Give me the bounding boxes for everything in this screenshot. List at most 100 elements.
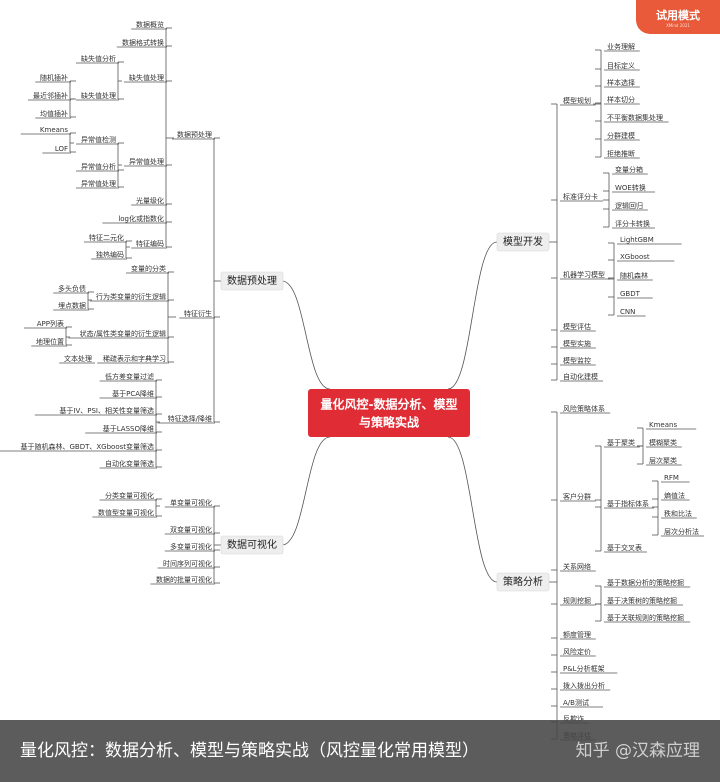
node-missing: 缺失值处理 [129, 73, 164, 82]
node-smooth: 光量级化 [136, 196, 164, 205]
branch-preprocess-label: 数据预处理 [227, 274, 277, 287]
node-model-ml-leaf: GBDT [620, 290, 641, 298]
node-strategy-item: P&L分析框架 [563, 664, 605, 673]
node-outlier: 异常值处理 [129, 157, 164, 166]
node-model-plan-leaf: 拒绝推断 [607, 149, 635, 158]
node-strategy-index-leaf: RFM [664, 474, 679, 482]
node-viz-item: 数据的批量可视化 [156, 575, 212, 584]
node-log: log化或指数化 [118, 214, 164, 223]
node-outlier-leaf: LOF [55, 145, 68, 153]
node-model-plan: 模型规划 [563, 96, 591, 105]
node-model-item: 模型评估 [563, 322, 591, 331]
node-select-item: 自动化变量筛选 [105, 459, 154, 468]
node-model-ml-leaf: CNN [620, 308, 635, 316]
node-missing-leaf: 均值插补 [40, 109, 68, 118]
node-model-ml-leaf: LightGBM [620, 236, 654, 244]
node-strategy-cluster-leaf: Kmeans [649, 421, 677, 429]
node-select: 特征选择/降维 [168, 414, 212, 423]
caption-text: 量化风控：数据分析、模型与策略实战（风控量化常用模型） [20, 741, 479, 761]
node-strategy-system: 风险策略体系 [563, 404, 605, 413]
node-strategy-rule-leaf: 基于数据分析的策略挖掘 [607, 578, 684, 587]
node-text-sparse: 稀疏表示和字典学习 [103, 354, 166, 363]
node-behavior-leaf: 多头负债 [58, 284, 86, 293]
node-strategy-network: 关系网络 [563, 562, 591, 571]
node-missing-analysis: 缺失值分析 [81, 54, 116, 63]
node-strategy-item: 风险定价 [563, 647, 591, 656]
node-strategy-cluster-leaf: 层次聚类 [649, 456, 677, 465]
watermark: 知乎 @汉森应理 [575, 741, 700, 761]
node-status: 状态/属性类变量的衍生逻辑 [80, 329, 166, 338]
node-model-plan-leaf: 样本选择 [607, 78, 635, 87]
node-format: 数据格式转换 [122, 38, 164, 47]
node-behavior-leaf: 埋点数据 [58, 301, 86, 310]
branch-viz[interactable]: 数据可视化 [220, 535, 284, 555]
branch-model-label: 模型开发 [503, 235, 543, 248]
node-select-item: 基于IV、PSI、相关性变量筛选 [59, 406, 154, 415]
node-overview: 数据概览 [136, 20, 164, 29]
node-preprocess-sub: 数据预处理 [177, 130, 212, 139]
node-model-plan-leaf: 业务理解 [607, 42, 635, 51]
node-model-scorecard-leaf: 评分卡转换 [615, 219, 650, 228]
node-vartype: 变量的分类 [131, 264, 166, 273]
node-encode-leaf: 特征二元化 [89, 233, 124, 242]
caption-bar: 量化风控：数据分析、模型与策略实战（风控量化常用模型） 知乎 @汉森应理 [0, 720, 720, 782]
node-strategy-cross: 基于交叉表 [607, 543, 642, 552]
node-strategy-item: 额度管理 [563, 630, 591, 639]
node-model-ml-leaf: XGboost [620, 253, 650, 261]
node-strategy-rule: 规则挖掘 [563, 596, 591, 605]
node-strategy-item: 反欺诈 [563, 714, 584, 723]
branch-preprocess[interactable]: 数据预处理 [220, 271, 284, 291]
node-select-item: 基于随机森林、GBDT、XGboost变量筛选 [20, 442, 154, 451]
branch-strategy-label: 策略分析 [503, 575, 543, 588]
node-model-item: 模型实施 [563, 339, 591, 348]
node-missing-process: 缺失值处理 [81, 91, 116, 100]
node-strategy-segment: 客户分群 [563, 492, 591, 501]
node-strategy-item: A/B测试 [563, 698, 589, 707]
node-strategy-cluster-leaf: 模糊聚类 [649, 438, 677, 447]
node-model-item: 自动化建模 [563, 372, 598, 381]
node-model-item: 模型监控 [563, 356, 591, 365]
node-strategy-rule-leaf: 基于关联规则的策略挖掘 [607, 613, 684, 622]
node-model-plan-leaf: 不平衡数据集处理 [607, 113, 663, 122]
node-model-scorecard-leaf: 逻辑回归 [615, 201, 643, 210]
node-model-ml-leaf: 随机森林 [620, 271, 648, 280]
node-select-item: 基于LASSO降维 [103, 424, 154, 433]
node-model-plan-leaf: 分群建模 [607, 131, 635, 140]
node-missing-leaf: 最近邻插补 [33, 91, 68, 100]
node-strategy-item: 拨入拨出分析 [563, 681, 605, 690]
branch-viz-label: 数据可视化 [227, 538, 277, 551]
node-strategy-index-leaf: 层次分析法 [664, 527, 699, 536]
node-outlier-process: 异常值处理 [81, 179, 116, 188]
node-strategy-index: 基于指标体系 [607, 499, 649, 508]
node-model-ml: 机器学习模型 [563, 270, 605, 279]
node-strategy-rule-leaf: 基于决策树的策略挖掘 [607, 596, 677, 605]
node-model-scorecard: 标准评分卡 [563, 192, 598, 201]
node-viz-item: 时间序列可视化 [163, 559, 212, 568]
trial-mode-badge[interactable]: 试用模式 XMind 2021 [636, 0, 720, 34]
central-topic-line-1: 量化风控-数据分析、模型 [321, 397, 458, 412]
trial-title: 试用模式 [656, 9, 700, 22]
trial-subtitle: XMind 2021 [666, 23, 690, 28]
node-status-leaf: APP列表 [37, 319, 64, 328]
node-viz-single: 单变量可视化 [170, 498, 212, 507]
node-viz-single-leaf: 数值型变量可视化 [98, 508, 154, 517]
node-status-leaf: 地理位置 [36, 337, 64, 346]
node-outlier-analysis: 异常值分析 [81, 162, 116, 171]
node-strategy-index-leaf: 秩和比法 [664, 509, 692, 518]
node-viz-item: 双变量可视化 [170, 525, 212, 534]
branch-strategy[interactable]: 策略分析 [496, 572, 550, 592]
branch-model[interactable]: 模型开发 [496, 232, 550, 252]
node-select-item: 基于PCA降维 [112, 389, 154, 398]
node-derive: 特征衍生 [184, 309, 212, 318]
node-outlier-leaf: Kmeans [40, 126, 68, 134]
node-model-scorecard-leaf: 变量分箱 [615, 165, 643, 174]
node-encode-leaf: 独热编码 [96, 250, 124, 259]
node-strategy-cluster: 基于聚类 [607, 438, 635, 447]
node-model-plan-leaf: 样本切分 [607, 95, 635, 104]
node-model-plan-leaf: 目标定义 [607, 61, 635, 70]
node-strategy-index-leaf: 熵值法 [664, 491, 685, 500]
node-model-scorecard-leaf: WOE转换 [615, 183, 646, 192]
node-viz-single-leaf: 分类变量可视化 [105, 491, 154, 500]
central-topic[interactable]: 量化风控-数据分析、模型与策略实战 [308, 389, 470, 437]
